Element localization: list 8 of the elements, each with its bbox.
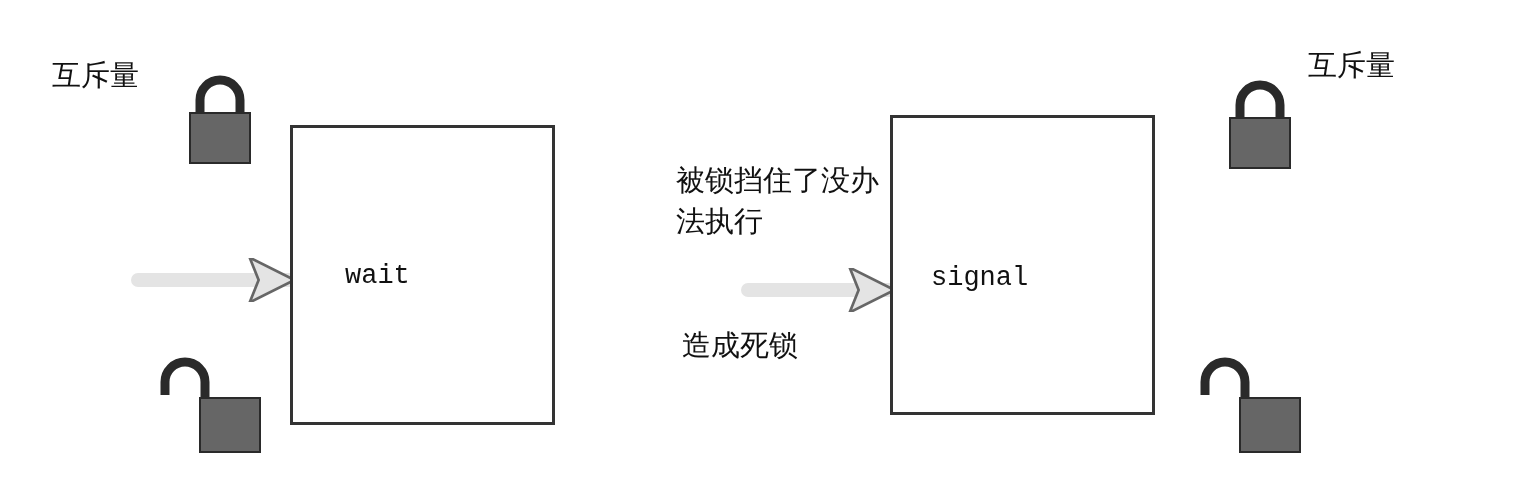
process-box: [890, 115, 1155, 415]
annotation-text: 互斥量: [52, 57, 139, 94]
box-label: wait: [345, 261, 410, 291]
box-label: signal: [931, 263, 1029, 293]
process-box: [290, 125, 555, 425]
annotation-text: 被锁挡住了没办法执行: [676, 162, 880, 240]
annotation-text: 互斥量: [1308, 47, 1395, 84]
annotation-text: 造成死锁: [682, 327, 798, 364]
